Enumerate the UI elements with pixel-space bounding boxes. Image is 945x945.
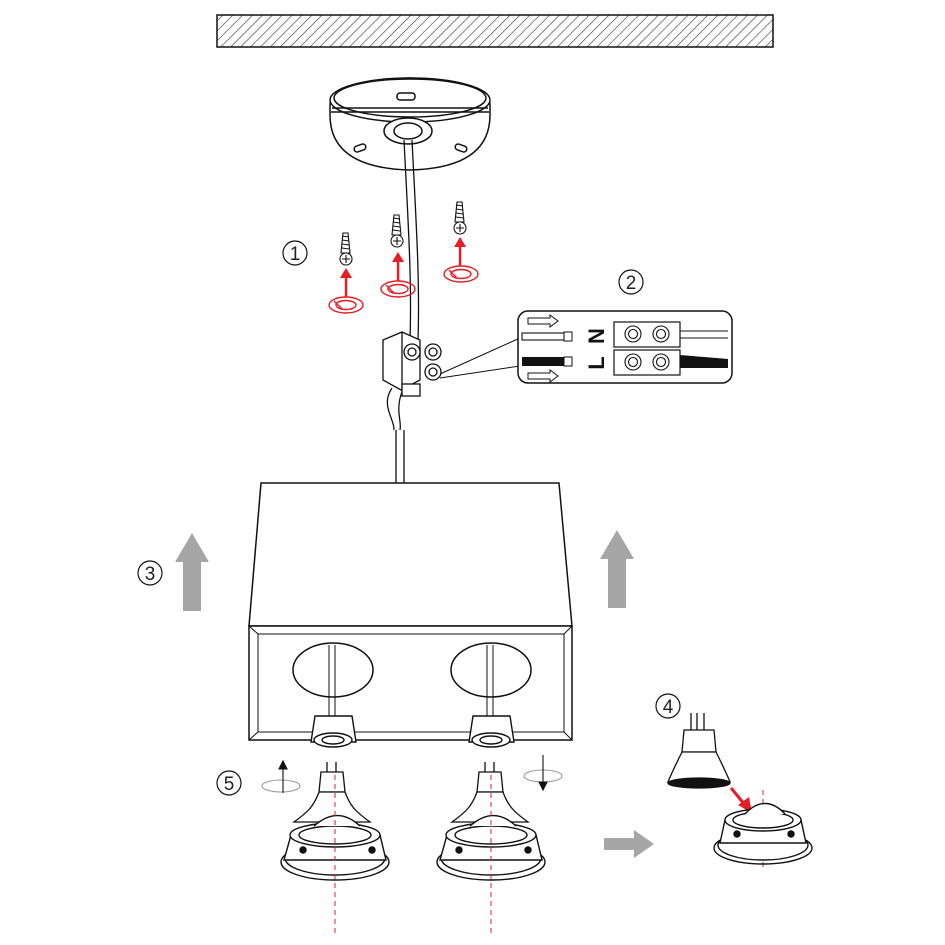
ceiling-plate: [329, 77, 491, 171]
screw-icon: [453, 201, 467, 235]
step-2-marker: [618, 269, 644, 295]
step-3-marker: [137, 560, 163, 586]
step-1-marker: [282, 240, 308, 266]
step-5-marker: [216, 770, 242, 796]
live-terminal-label: L: [584, 356, 609, 369]
gu10-bulb-icon: [291, 762, 531, 823]
terminal-block-icon: [382, 331, 442, 397]
up-arrow-icon: [340, 237, 466, 297]
spot-ring-icon: [713, 802, 813, 865]
step-1-label: 1: [290, 244, 301, 265]
wiring-callout-lines: [439, 337, 521, 379]
fixture-box: [248, 482, 573, 741]
insert-arrow-icon: [729, 787, 752, 813]
step-5-label: 5: [224, 774, 235, 795]
right-arrow-icon: [604, 830, 654, 858]
supply-cable: [403, 139, 420, 341]
screw-icon: [390, 214, 404, 248]
rotate-icon: [523, 755, 563, 792]
up-arrow-icon: [175, 533, 209, 611]
rotate-icon: [261, 759, 301, 793]
step-4-marker: [655, 693, 681, 719]
neutral-terminal-label: N: [584, 328, 609, 344]
step-3-label: 3: [145, 564, 156, 585]
ceiling-hatch-icon: [216, 14, 774, 48]
center-line: [334, 775, 764, 935]
screw-icon: [339, 232, 353, 266]
gu10-bulb-icon: [667, 713, 731, 789]
step-2-label: 2: [626, 273, 637, 294]
spot-ring-icon: [280, 814, 546, 881]
up-arrow-icon: [600, 530, 634, 608]
gu10-socket: [310, 715, 515, 748]
wiring-detail: [517, 310, 733, 384]
step-4-label: 4: [663, 697, 674, 718]
fixture-cable: [386, 387, 405, 485]
wall-plug-icon: [328, 265, 479, 314]
